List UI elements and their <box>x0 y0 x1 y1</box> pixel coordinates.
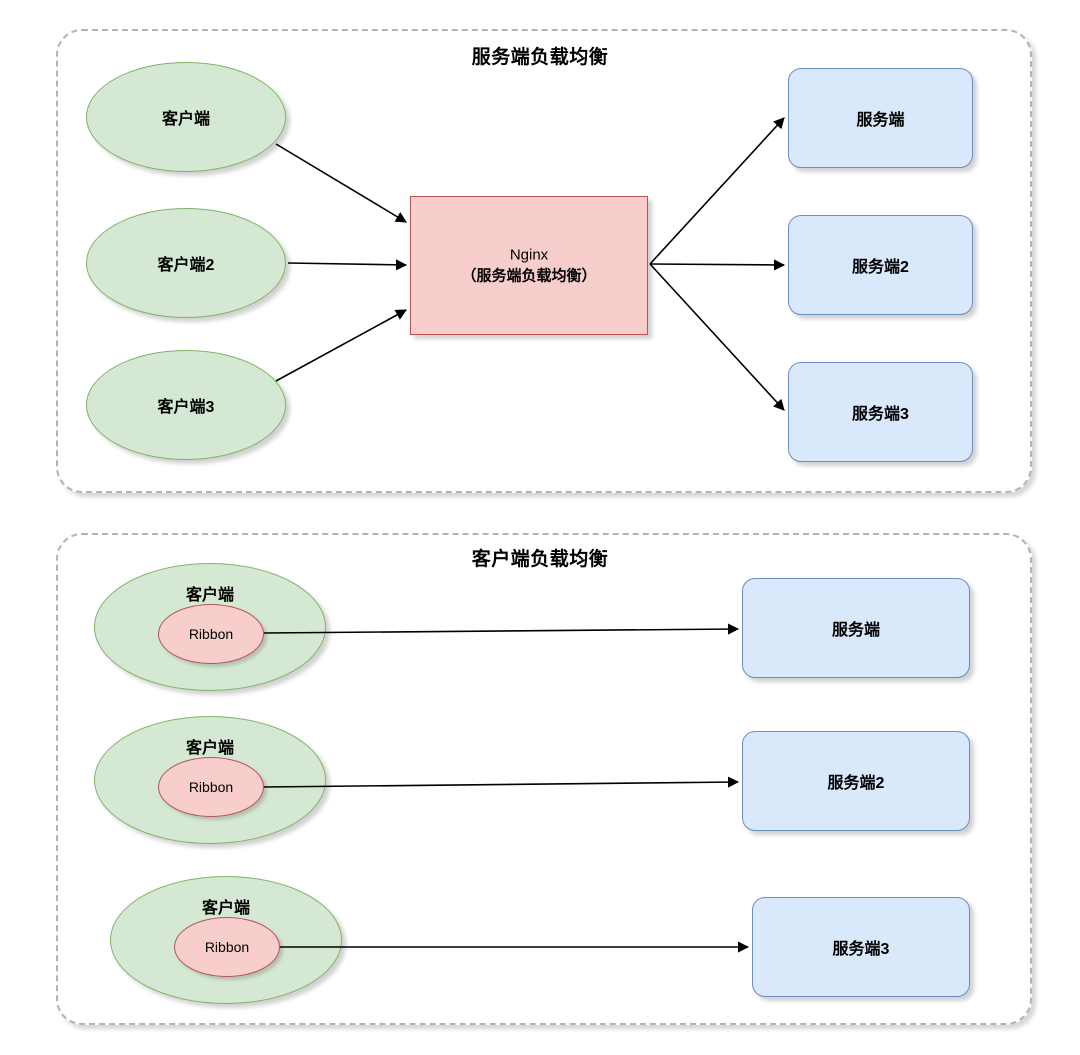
ribbon-node-1-label: Ribbon <box>188 626 234 642</box>
group-server-side-load-balancing <box>56 29 1032 493</box>
nginx-node-label-line1: Nginx <box>509 245 549 263</box>
ribbon-node-2[interactable]: Ribbon <box>158 757 264 817</box>
client-ribbon-node-1-label: 客户端 <box>185 587 234 604</box>
group-client-side-title: 客户端负载均衡 <box>471 549 609 570</box>
ribbon-node-3[interactable]: Ribbon <box>174 917 280 977</box>
client-side-server-node-1[interactable]: 服务端 <box>742 578 970 678</box>
server-node-1-label: 服务端 <box>856 112 905 129</box>
nginx-node-label-line2: （服务端负载均衡） <box>461 267 597 285</box>
server-node-2[interactable]: 服务端2 <box>788 215 973 315</box>
client-side-server-node-3-label: 服务端3 <box>832 941 890 958</box>
client-side-server-node-1-label: 服务端 <box>831 622 880 639</box>
group-client-side-load-balancing <box>56 533 1032 1025</box>
server-node-2-label: 服务端2 <box>852 259 909 276</box>
client-ribbon-node-2-label: 客户端 <box>185 740 234 757</box>
client-side-server-node-2-label: 服务端2 <box>827 775 885 792</box>
client-node-2-label: 客户端2 <box>157 257 215 274</box>
nginx-load-balancer-node[interactable]: Nginx （服务端负载均衡） <box>410 196 648 335</box>
ribbon-node-3-label: Ribbon <box>204 939 250 955</box>
client-node-2[interactable]: 客户端2 <box>86 208 286 318</box>
client-side-server-node-2[interactable]: 服务端2 <box>742 731 970 831</box>
client-ribbon-node-3-label: 客户端 <box>201 900 250 917</box>
client-node-3-label: 客户端3 <box>157 399 215 416</box>
ribbon-node-2-label: Ribbon <box>188 779 234 795</box>
client-node-1-label: 客户端 <box>161 111 210 128</box>
nginx-node-label: Nginx （服务端负载均衡） <box>411 244 647 288</box>
client-node-1[interactable]: 客户端 <box>86 62 286 172</box>
client-node-3[interactable]: 客户端3 <box>86 350 286 460</box>
server-node-3-label: 服务端3 <box>852 406 909 423</box>
ribbon-node-1[interactable]: Ribbon <box>158 604 264 664</box>
client-side-server-node-3[interactable]: 服务端3 <box>752 897 970 997</box>
server-node-1[interactable]: 服务端 <box>788 68 973 168</box>
server-node-3[interactable]: 服务端3 <box>788 362 973 462</box>
group-server-side-title: 服务端负载均衡 <box>471 47 609 68</box>
